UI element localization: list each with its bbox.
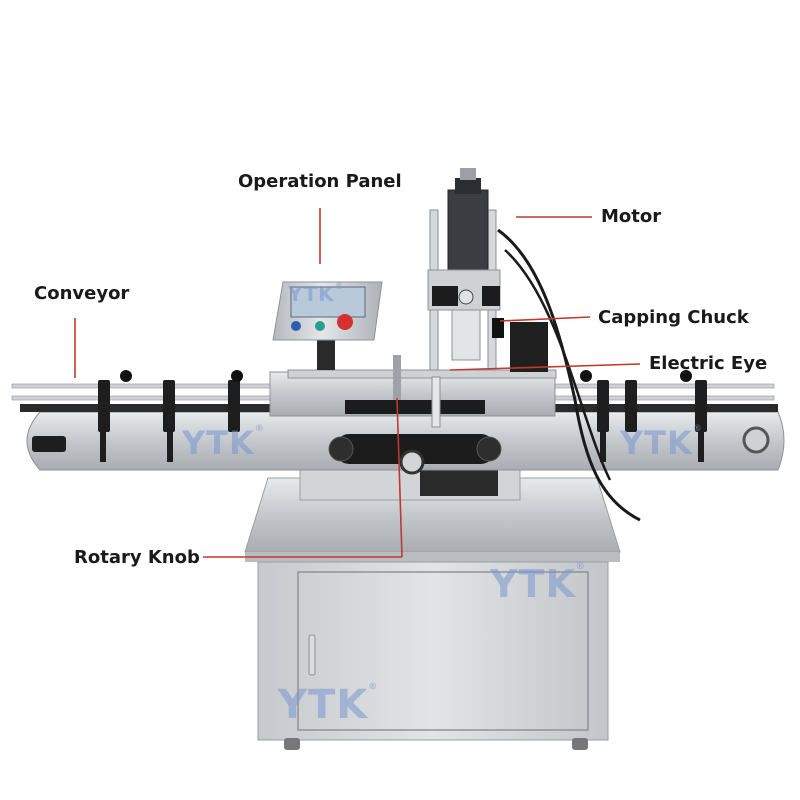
- door-handle: [308, 634, 316, 676]
- conveyor-roller: [742, 426, 770, 454]
- label-electric-eye: Electric Eye: [649, 353, 768, 374]
- rotary-knob: [399, 449, 425, 475]
- leader-capping-chuck: [499, 316, 591, 322]
- capping-chuck: [451, 309, 481, 361]
- watermark-right: YTK®: [620, 424, 703, 462]
- watermark-panel: YTK®: [288, 282, 345, 306]
- touch-screen: [290, 286, 366, 318]
- capping-head: [427, 168, 641, 522]
- cabinet: [244, 477, 621, 750]
- label-conveyor: Conveyor: [34, 283, 130, 304]
- watermark-left: YTK®: [182, 424, 265, 462]
- leader-lines: [74, 208, 641, 558]
- blue-button: [291, 321, 301, 331]
- green-button: [315, 321, 325, 331]
- emergency-stop-button: [337, 314, 353, 330]
- electric-eye-sensor: [510, 322, 548, 372]
- label-capping-chuck: Capping Chuck: [598, 307, 749, 328]
- label-motor: Motor: [601, 206, 662, 227]
- watermark-bottom: YTK®: [278, 682, 379, 728]
- watermark-cabinet: YTK®: [490, 562, 586, 606]
- chuck-base: [420, 470, 498, 496]
- cabinet-door: [297, 571, 589, 731]
- clamp-belt-assembly: [269, 355, 557, 475]
- label-operation-panel: Operation Panel: [238, 171, 402, 192]
- conveyor-end-cap: [32, 436, 66, 452]
- leader-electric-eye: [449, 363, 641, 371]
- operation-panel: [272, 281, 383, 370]
- label-rotary-knob: Rotary Knob: [74, 547, 200, 568]
- motor-body: [447, 189, 489, 271]
